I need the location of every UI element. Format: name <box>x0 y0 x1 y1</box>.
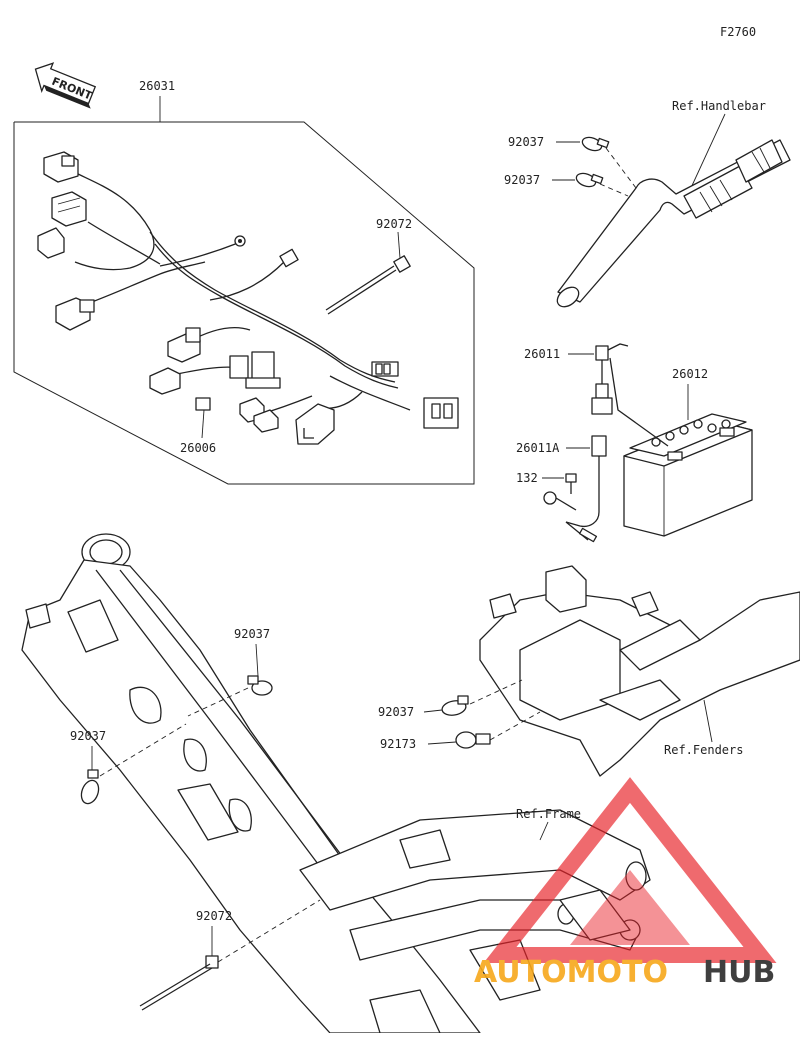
handlebar-group: Ref.Handlebar 92037 92037 <box>504 99 791 308</box>
connector-right-1 <box>371 361 399 377</box>
figure-id: F2760 <box>720 25 756 39</box>
connector-right-2 <box>423 397 459 429</box>
battery-26012 <box>623 413 753 537</box>
connector-left-2 <box>51 191 87 227</box>
connector-top-left <box>43 151 79 183</box>
label-26006: 26006 <box>180 441 216 455</box>
bolt-132 <box>565 473 577 494</box>
lead-26011A <box>543 435 607 543</box>
harness-group: 26031 <box>13 79 475 485</box>
label-26012: 26012 <box>672 367 708 381</box>
label-132: 132 <box>516 471 538 485</box>
brand-part1: AUTOMOTO <box>474 955 668 990</box>
brand-triangle-logo <box>483 777 777 963</box>
clamp-92037-bar-2 <box>575 172 604 188</box>
grip-sleeve <box>683 139 783 219</box>
clamp-92173-case <box>455 731 491 749</box>
lead-26011 <box>591 343 669 447</box>
label-92072-frame: 92072 <box>196 909 232 923</box>
harness-box-outline <box>13 121 475 485</box>
clamp-92037-frame-2 <box>80 769 100 805</box>
clamp-92037-frame-1 <box>247 675 273 696</box>
fuse-26006 <box>195 397 211 411</box>
connector-left-4 <box>55 297 95 331</box>
battery-group: 26012 26011 26011A 132 <box>516 343 753 543</box>
label-92037-bar-2: 92037 <box>504 173 540 187</box>
clamp-92037-bar-1 <box>581 136 610 152</box>
label-92072-harness: 92072 <box>376 217 412 231</box>
label-92037-frame-2: 92037 <box>70 729 106 743</box>
frame-group: Ref.Frame 92037 92037 92072 <box>21 533 651 1034</box>
fender-group: Ref.Fenders 92037 92173 <box>378 565 800 777</box>
label-92037-case: 92037 <box>378 705 414 719</box>
connector-mid-top <box>279 248 299 268</box>
label-26031: 26031 <box>139 79 175 93</box>
front-arrow: FRONT <box>34 62 97 109</box>
boot-cover <box>295 403 335 445</box>
brand-watermark: AUTOMOTO HUB <box>474 777 777 990</box>
ref-handlebar: Ref.Handlebar <box>672 99 766 113</box>
label-26011A: 26011A <box>516 441 560 455</box>
label-26011: 26011 <box>524 347 560 361</box>
band-92072-harness <box>325 255 411 315</box>
wire-harness <box>69 171 411 416</box>
connector-mid-2 <box>149 367 181 395</box>
band-92072-frame <box>139 955 219 1011</box>
label-92037-bar-1: 92037 <box>508 135 544 149</box>
connector-left-3 <box>37 227 65 259</box>
relay-block <box>229 351 281 389</box>
ref-fenders: Ref.Fenders <box>664 743 743 757</box>
battery-cell-caps <box>651 419 731 447</box>
label-92173: 92173 <box>380 737 416 751</box>
ring-terminal <box>234 235 246 247</box>
ref-frame: Ref.Frame <box>516 807 581 821</box>
connector-mid-1 <box>167 327 201 363</box>
connector-lower-2 <box>253 409 279 433</box>
head-pipe <box>81 533 131 571</box>
clamp-92037-case <box>441 695 469 716</box>
label-92037-frame-1: 92037 <box>234 627 270 641</box>
brand-part2: HUB <box>703 955 775 990</box>
